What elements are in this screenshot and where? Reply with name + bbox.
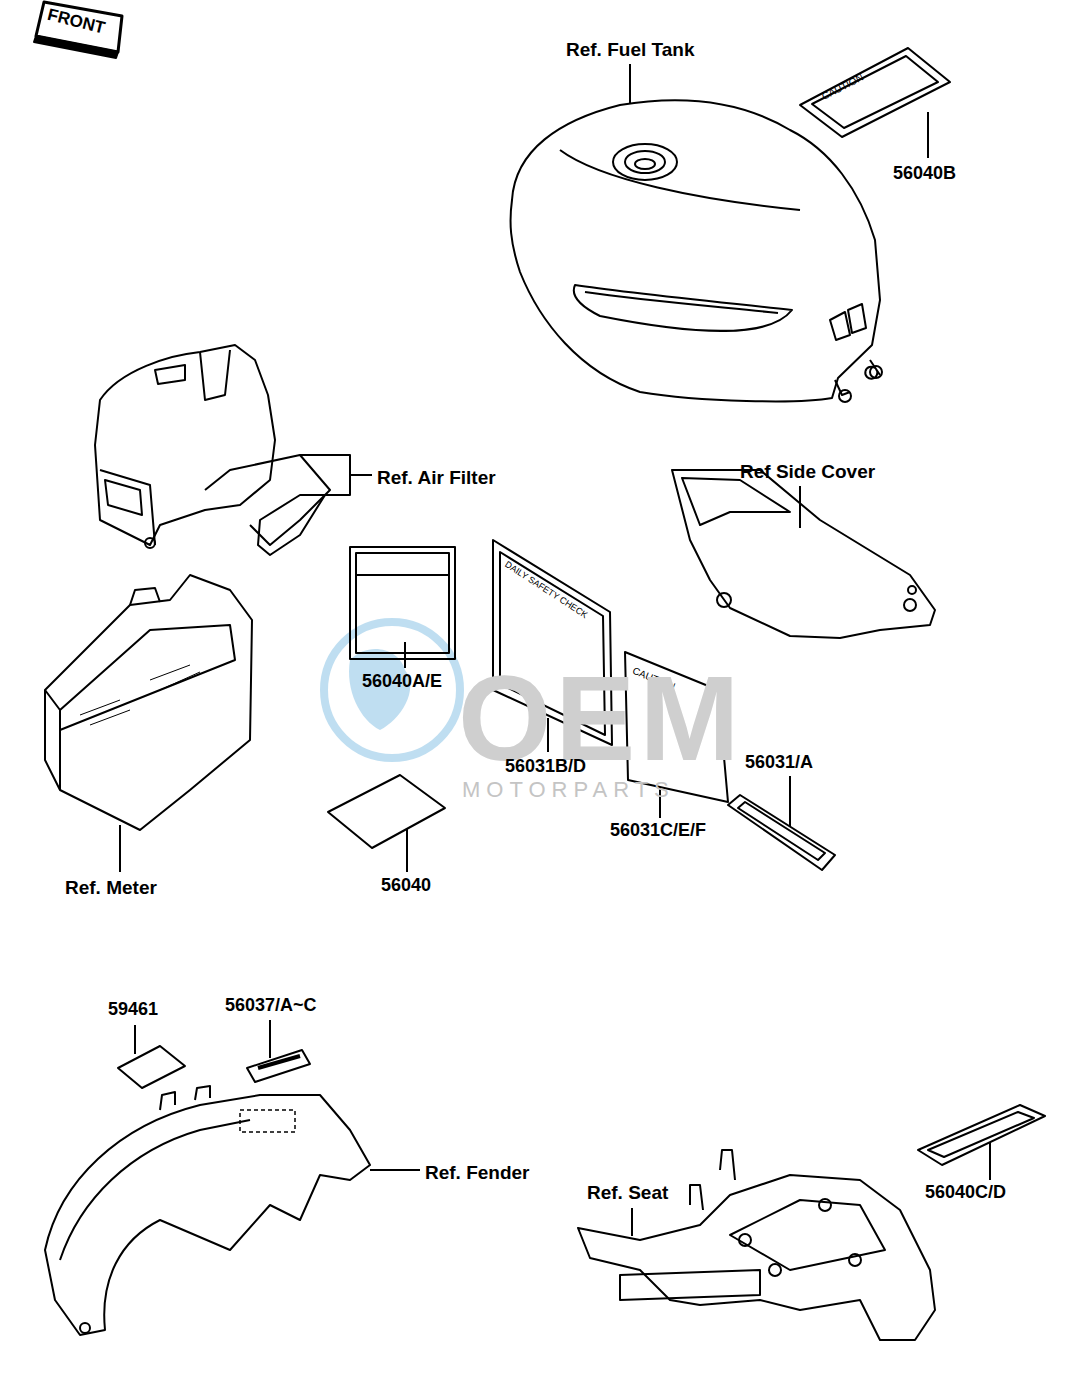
watermark: MOTORPARTS <box>462 778 675 802</box>
part-reference: Ref. Air Filter <box>377 468 496 489</box>
callout-number: 56031C/E/F <box>610 821 706 841</box>
air-filter <box>95 345 372 555</box>
decal <box>918 1105 1045 1180</box>
fender <box>45 1086 420 1335</box>
decal <box>800 48 950 158</box>
part-reference: Ref. Meter <box>65 878 157 899</box>
side-cover <box>672 470 935 638</box>
callout-number: 59461 <box>108 1000 158 1020</box>
watermark-globe <box>324 622 460 758</box>
meter <box>45 575 252 872</box>
callout-number: 56031/A <box>745 753 813 773</box>
callout-number: 56040A/E <box>362 672 442 692</box>
callout-number: 56031B/D <box>505 757 586 777</box>
callout-number: 56040B <box>893 164 956 184</box>
callout-number: 56040 <box>381 876 431 896</box>
front-tag-shadow <box>34 36 118 58</box>
part-reference: Ref. Fuel Tank <box>566 40 694 61</box>
decal <box>118 1020 310 1088</box>
part-reference: Ref. Fender <box>425 1163 530 1184</box>
decal-text: CAUTION <box>820 72 865 102</box>
callout-number: 56040C/D <box>925 1183 1006 1203</box>
part-reference: Ref. Seat <box>587 1183 668 1204</box>
decal <box>728 776 835 870</box>
part-reference: Ref Side Cover <box>740 462 875 483</box>
callout-number: 56037/A~C <box>225 996 317 1016</box>
decal <box>328 775 445 872</box>
decal <box>350 547 455 668</box>
seat <box>578 1150 935 1340</box>
watermark: OEM <box>458 652 743 784</box>
